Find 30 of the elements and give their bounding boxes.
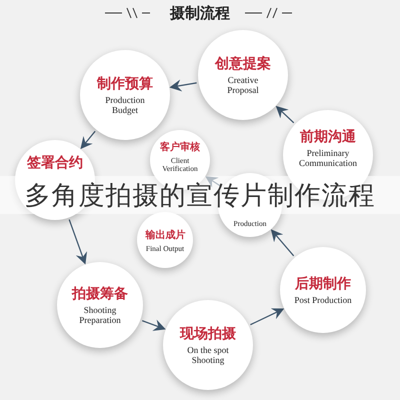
step-circle: [280, 247, 366, 333]
arrow: [142, 320, 166, 331]
step-subtitle: Creative Proposal: [226, 76, 260, 95]
step-circle: [198, 30, 288, 120]
step-title: 输出成片: [145, 228, 185, 242]
caption: 多角度拍摄的宣传片制作流程: [24, 180, 376, 213]
step-circle: [137, 212, 193, 268]
step-title: 后期制作: [295, 274, 351, 293]
step-subtitle: Post Production: [294, 296, 352, 306]
arrow: [276, 106, 294, 124]
arrow: [250, 308, 284, 326]
step-title: 前期沟通: [300, 128, 356, 146]
step-title: 客户审核: [160, 140, 200, 154]
step-subtitle: Preliminary Communication: [298, 149, 358, 168]
arrow: [169, 80, 197, 92]
step-circle: [80, 50, 170, 140]
step-circle: [57, 262, 143, 348]
step-circle: [163, 300, 253, 390]
step-subtitle: Shooting Preparation: [78, 306, 122, 325]
arrow: [80, 130, 96, 150]
arrow: [68, 219, 88, 265]
step-subtitle: On the spot Shooting: [186, 346, 230, 365]
step-title: 现场拍摄: [180, 325, 236, 344]
step-title: 拍摄筹备: [72, 285, 128, 304]
step-title: 签署合约: [27, 154, 83, 172]
step-title: 制作预算: [97, 75, 153, 94]
arrow: [270, 229, 294, 256]
arrow: [205, 176, 222, 188]
step-subtitle: Production Budget: [104, 96, 146, 115]
step-title: 创意提案: [215, 55, 271, 74]
